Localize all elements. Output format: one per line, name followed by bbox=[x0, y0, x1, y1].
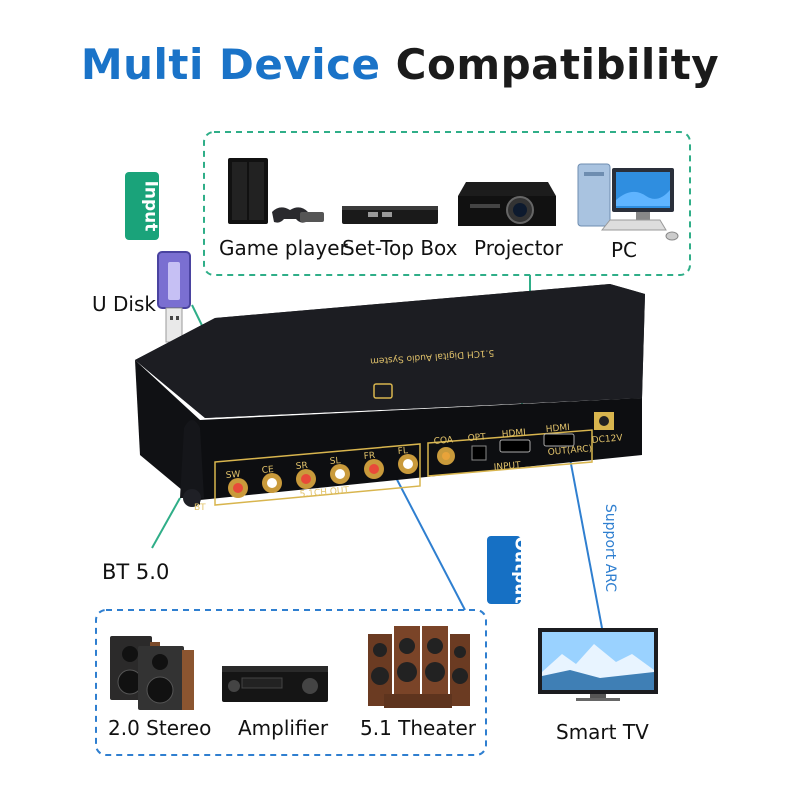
brand-logo-icon bbox=[373, 383, 393, 399]
output-connector-line bbox=[391, 469, 466, 611]
rca-jacks bbox=[228, 447, 455, 498]
label-set-top-box: Set-Top Box bbox=[342, 236, 458, 260]
label-game-player: Game player bbox=[219, 236, 348, 260]
smart-tv-icon bbox=[538, 628, 658, 701]
stereo-speakers-icon bbox=[110, 636, 194, 710]
device-name: 5.1CH Digital Audio System bbox=[370, 347, 495, 366]
input-coa: COA bbox=[433, 435, 454, 447]
arc-port-label: OUT(ARC) bbox=[547, 444, 592, 458]
input-devices-frame bbox=[203, 131, 691, 276]
home-theater-speakers-icon bbox=[368, 626, 470, 708]
game-console-icon bbox=[228, 158, 324, 224]
arc-connector-line bbox=[567, 447, 603, 629]
port-ce: CE bbox=[261, 465, 274, 476]
output-tag: Output bbox=[487, 536, 531, 604]
port-group-label: 5.1CH OUT bbox=[299, 486, 350, 500]
label-udisk: U Disk bbox=[92, 292, 156, 316]
set-top-box-icon bbox=[342, 206, 438, 224]
desktop-pc-icon bbox=[577, 163, 679, 241]
page-title: Multi Device Compatibility bbox=[0, 40, 800, 89]
title-rest: Compatibility bbox=[395, 40, 720, 89]
power-label: DC12V bbox=[591, 433, 623, 446]
usb-disk-icon bbox=[157, 251, 191, 343]
label-pc: PC bbox=[611, 238, 638, 262]
optical-port bbox=[471, 445, 487, 461]
label-theater: 5.1 Theater bbox=[360, 716, 476, 740]
port-sr: SR bbox=[295, 461, 308, 472]
label-projector: Projector bbox=[474, 236, 563, 260]
input-group-label: INPUT bbox=[493, 461, 521, 473]
label-bt: BT 5.0 bbox=[102, 560, 170, 584]
input-hdmi: HDMI bbox=[501, 428, 526, 440]
label-amplifier: Amplifier bbox=[238, 716, 329, 740]
label-smart-tv: Smart TV bbox=[556, 720, 649, 744]
label-support-arc: Support ARC bbox=[602, 503, 618, 593]
bt-antenna-icon bbox=[180, 420, 204, 498]
bt-port-label: BT bbox=[194, 503, 206, 513]
audio-decoder-device bbox=[135, 284, 645, 507]
input-hdmi-arc: HDMI bbox=[545, 423, 570, 435]
bt-connector-line bbox=[151, 497, 181, 549]
port-fl: FL bbox=[397, 446, 408, 457]
hdmi-arc-port bbox=[543, 433, 575, 447]
input-tag: Input bbox=[125, 172, 160, 240]
port-sw: SW bbox=[225, 470, 241, 481]
port-fr: FR bbox=[363, 451, 375, 462]
input-opt: OPT bbox=[467, 432, 486, 444]
label-stereo: 2.0 Stereo bbox=[108, 716, 212, 740]
title-highlight: Multi Device bbox=[80, 40, 381, 89]
amplifier-icon bbox=[222, 666, 328, 702]
hdmi-in-port bbox=[499, 439, 531, 453]
projector-icon bbox=[458, 182, 556, 226]
port-sl: SL bbox=[329, 456, 341, 467]
